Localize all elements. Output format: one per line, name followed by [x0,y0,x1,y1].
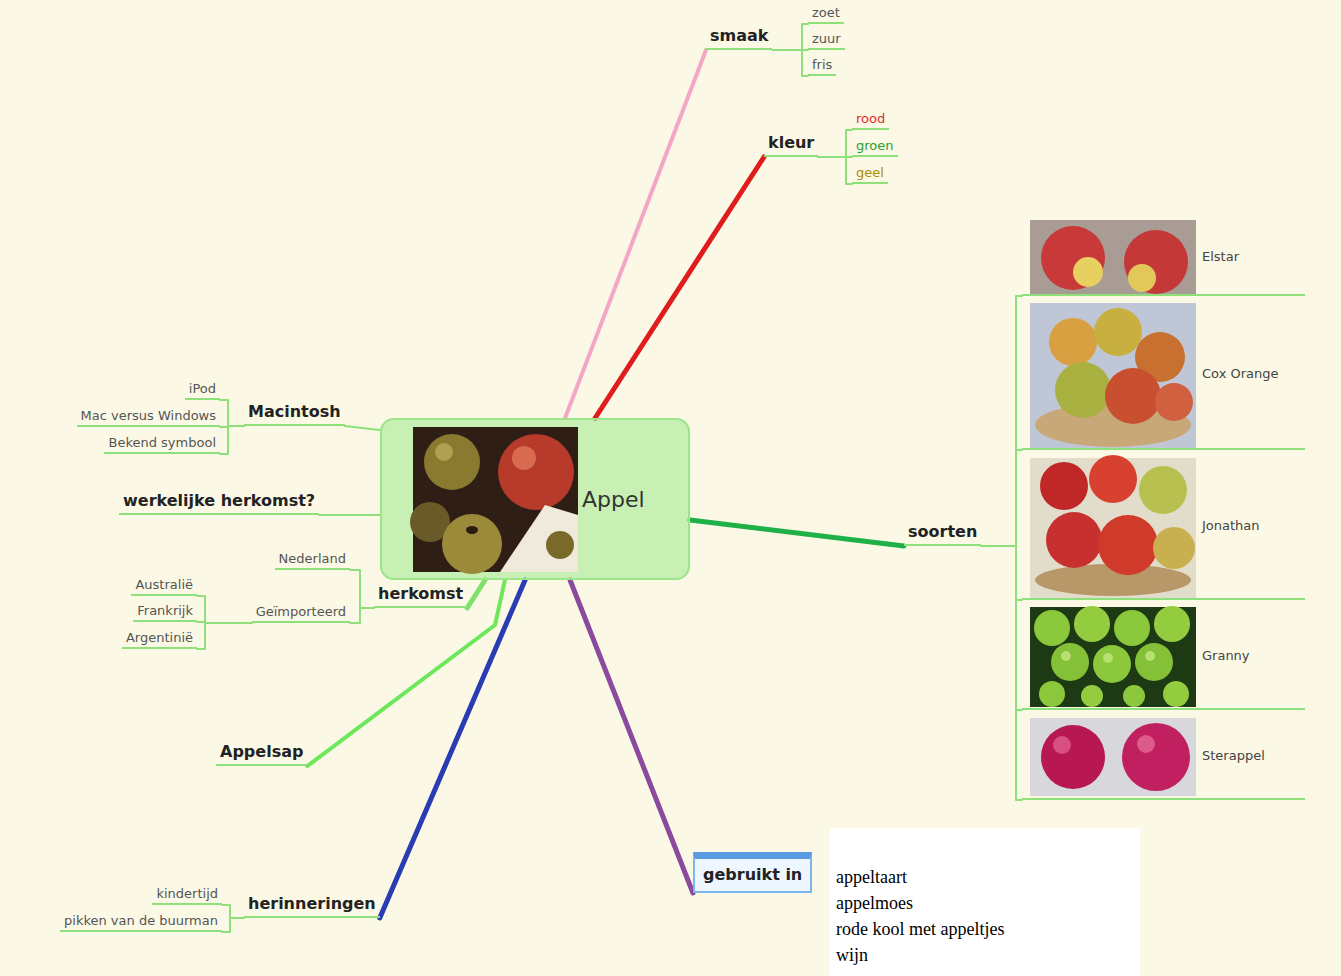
subtopic: zuur [808,30,845,50]
bracket-line [220,400,244,426]
branch-topic: werkelijke herkomst? [119,491,319,515]
subtopic-label: Mac versus Windows [81,407,216,424]
branch-topic: smaak [706,26,772,50]
topic-label: herkomst [378,584,463,604]
branch-line [565,50,706,418]
subtopic: Geïmporteerd [252,603,350,623]
subtopic-label: iPod [189,380,216,397]
branch-topic: Appelsap [216,742,307,766]
topic-label: Appelsap [220,742,303,762]
topic-label: Appel [582,487,645,512]
apple-photo [1030,303,1196,448]
apple-photo [1030,220,1196,295]
bracket-line [350,570,374,608]
bracket-line [818,130,852,157]
apple-photo [1030,718,1196,796]
subtopic-label: Nederland [279,550,346,567]
topic-label: gebruikt in [703,865,802,885]
branch-line [570,580,693,893]
bracket-line [981,296,1022,546]
branch-line [467,580,485,608]
bracket-line [220,426,244,454]
subtopic-label: rood [856,110,885,127]
variety-label: Jonathan [1202,518,1260,533]
subtopic: Mac versus Windows [77,407,220,427]
branch-line [345,426,380,430]
subtopic: groen [852,137,898,157]
subtopic: Argentinië [122,629,197,649]
variety-label: Elstar [1202,249,1239,264]
subtopic: kindertijd [152,885,222,905]
subtopic-label: Bekend symbool [108,434,216,451]
subtopic-label: geel [856,164,884,181]
topic-label: smaak [710,26,768,46]
variety-row: Elstar [1022,218,1305,296]
bracket-line [197,623,252,649]
apple-photo [1030,455,1196,598]
topic-label: soorten [908,522,977,542]
branch-topic: herinneringen [244,894,380,918]
subtopic-label: Argentinië [126,629,193,646]
subtopic: rood [852,110,889,130]
subtopic-label: pikken van de buurman [64,912,218,929]
topic-label: Macintosh [248,402,341,422]
subtopic: pikken van de buurman [60,912,222,932]
central-ground [380,418,690,580]
variety-row: Jonathan [1022,452,1305,600]
list-item: rode kool met appeltjes [836,916,1140,942]
subtopic-label: Australië [135,576,193,593]
subtopic: iPod [185,380,220,400]
bracket-line [772,50,808,76]
variety-row: Sterappel [1022,712,1305,800]
branch-line [380,580,525,918]
bracket-line [222,905,244,918]
boxed-topic: gebruikt in [693,852,812,893]
branch-line [690,520,904,546]
subtopic-label: Frankrijk [137,602,193,619]
bracket-line [981,546,1022,800]
subtopic: Bekend symbool [104,434,220,454]
list-box: appeltaartappelmoesrode kool met appeltj… [830,828,1140,976]
subtopic-label: zoet [812,4,840,21]
branch-topic: kleur [764,133,818,157]
branch-topic: soorten [904,522,981,546]
branch-topic: herkomst [374,584,467,608]
apple-photo [1030,606,1196,707]
subtopic-label: groen [856,137,894,154]
branch-line [319,514,380,516]
subtopic-label: Geïmporteerd [256,603,346,620]
topic-label: herinneringen [248,894,376,914]
bracket-line [772,24,808,50]
bracket-line [981,450,1022,546]
subtopic: Nederland [275,550,350,570]
topic-label: kleur [768,133,814,153]
bracket-line [350,608,374,623]
branch-topic: Macintosh [244,402,345,426]
apple-photo [410,427,578,574]
list-item: appeltaart [836,864,1140,890]
subtopic: Australië [131,576,197,596]
subtopic-label: fris [812,56,832,73]
variety-label: Sterappel [1202,748,1265,763]
bracket-line [818,157,852,184]
subtopic: Frankrijk [133,602,197,622]
list-item: wijn [836,942,1140,968]
subtopic-label: zuur [812,30,841,47]
list-item: appelmoes [836,890,1140,916]
topic-label: werkelijke herkomst? [123,491,315,511]
variety-row: Granny [1022,602,1305,710]
subtopic: fris [808,56,836,76]
central-topic: Appel [380,418,690,580]
variety-label: Granny [1202,648,1250,663]
bracket-line [222,918,244,932]
branch-line [595,157,764,418]
subtopic-label: kindertijd [156,885,218,902]
subtopic: zoet [808,4,844,24]
bracket-line [197,596,252,623]
variety-row: Cox Orange [1022,298,1305,450]
variety-label: Cox Orange [1202,366,1279,381]
subtopic: geel [852,164,888,184]
